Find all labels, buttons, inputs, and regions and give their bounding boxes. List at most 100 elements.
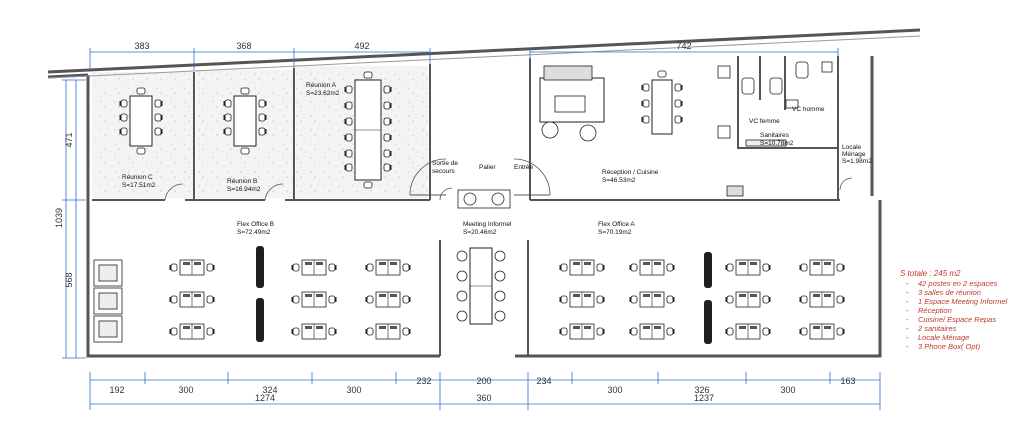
desk-cluster bbox=[169, 323, 215, 340]
desk-cluster bbox=[365, 323, 411, 340]
dim-bottom-2: 324 bbox=[262, 385, 277, 395]
kitchen-table bbox=[641, 70, 683, 135]
desk-cluster bbox=[725, 259, 771, 276]
legend-bullet: - bbox=[906, 297, 909, 306]
sortie-label-1: Sortie de bbox=[432, 160, 458, 167]
workstations bbox=[169, 259, 845, 340]
dim-bottom-5: 200 bbox=[476, 376, 491, 386]
desk-cluster bbox=[169, 259, 215, 276]
reunion-a-label: Réunion A bbox=[306, 82, 337, 89]
dim-left-0: 471 bbox=[64, 132, 74, 147]
flex-b-label: Flex Office B bbox=[237, 221, 274, 228]
dim-left-2: 568 bbox=[64, 272, 74, 287]
desk-cluster bbox=[291, 323, 337, 340]
flex-a-label: Flex Office A bbox=[598, 221, 635, 228]
meeting-area: S=20.46m2 bbox=[463, 229, 497, 236]
reunion-c-area: S=17.51m2 bbox=[122, 182, 156, 189]
dim-bottom-6: 234 bbox=[536, 376, 551, 386]
phone-boxes bbox=[93, 259, 123, 343]
reunion-a-area: S=23.62m2 bbox=[306, 90, 340, 97]
locale-area: S=1.98m2 bbox=[842, 158, 872, 165]
reception-area: S=46.53m2 bbox=[602, 177, 636, 184]
door-swings bbox=[164, 158, 853, 201]
legend-item: Réception bbox=[918, 306, 952, 315]
desk-cluster bbox=[799, 291, 845, 308]
locale-label-1: Locale bbox=[842, 144, 862, 151]
desk-cluster bbox=[559, 291, 605, 308]
dim-bottom-0: 192 bbox=[109, 385, 124, 395]
dim-bottom-7: 300 bbox=[607, 385, 622, 395]
desk-cluster bbox=[725, 323, 771, 340]
vc-femme-label: VC femme bbox=[749, 118, 780, 125]
informal-meeting-table bbox=[456, 247, 506, 325]
desk-cluster bbox=[169, 291, 215, 308]
dim-bottom-10: 163 bbox=[840, 376, 855, 386]
dimension-lines bbox=[62, 48, 881, 410]
meeting-table-b bbox=[223, 87, 267, 155]
meeting-table-c bbox=[119, 87, 163, 155]
meeting-label: Meeting Informel bbox=[463, 221, 512, 228]
legend-item: Locale Ménage bbox=[918, 333, 969, 342]
legend-bullet: - bbox=[906, 279, 909, 288]
legend-title: S totale : 245 m2 bbox=[900, 269, 961, 278]
reunion-c-label: Réunion C bbox=[122, 174, 153, 181]
dim-bottom-4: 232 bbox=[416, 376, 431, 386]
legend-item: 3 salles de réunion bbox=[918, 288, 981, 297]
desk-cluster bbox=[629, 323, 675, 340]
dim-top-1: 368 bbox=[236, 41, 251, 51]
legend-item: 1 Espace Meeting Informel bbox=[918, 297, 1008, 306]
desk-cluster bbox=[365, 259, 411, 276]
sortie-label-2: secours bbox=[432, 168, 456, 175]
dim-bottom-1: 300 bbox=[178, 385, 193, 395]
dim-bottom-9: 300 bbox=[780, 385, 795, 395]
legend: S totale : 245 m2 -42 postes en 2 espace… bbox=[900, 269, 1008, 351]
kitchen-counter bbox=[726, 185, 744, 197]
legend-item: 3 Phone Box( Opt) bbox=[918, 342, 981, 351]
reunion-b-area: S=16.94m2 bbox=[227, 186, 261, 193]
legend-bullet: - bbox=[906, 342, 909, 351]
legend-item: Cuisine/ Espace Repas bbox=[918, 315, 996, 324]
interior-walls bbox=[92, 56, 840, 356]
sanitaires-area: S=10.78m2 bbox=[760, 140, 794, 147]
dim-bottom-8: 326 bbox=[694, 385, 709, 395]
desk-cluster bbox=[291, 259, 337, 276]
dim-total-1: 360 bbox=[476, 393, 491, 403]
dim-total-2: 1237 bbox=[694, 393, 714, 403]
room-labels: Réunion C S=17.51m2 Réunion B S=16.94m2 … bbox=[122, 82, 872, 236]
desk-cluster bbox=[365, 291, 411, 308]
dim-left-1: 1039 bbox=[54, 208, 64, 228]
desk-cluster bbox=[725, 291, 771, 308]
entrance-stair bbox=[457, 189, 511, 209]
exterior-walls bbox=[47, 28, 921, 358]
dim-top-2: 492 bbox=[354, 41, 369, 51]
dim-top-0: 383 bbox=[134, 41, 149, 51]
flex-a-area: S=70.19m2 bbox=[598, 229, 632, 236]
sanitaires-label: Sanitaires bbox=[760, 132, 790, 139]
legend-item: 42 postes en 2 espaces bbox=[918, 279, 997, 288]
reunion-b-label: Réunion B bbox=[227, 178, 257, 185]
desk-cluster bbox=[629, 259, 675, 276]
desk-cluster bbox=[291, 291, 337, 308]
dimension-labels: 383 368 492 742 471 1039 568 192 300 324… bbox=[54, 41, 856, 403]
dim-total-0: 1274 bbox=[255, 393, 275, 403]
flex-b-area: S=72.49m2 bbox=[237, 229, 271, 236]
legend-bullet: - bbox=[906, 315, 909, 324]
desk-cluster bbox=[799, 259, 845, 276]
plant-dividers bbox=[256, 246, 712, 344]
vc-homme-label: VC homme bbox=[792, 106, 825, 113]
desk-cluster bbox=[629, 291, 675, 308]
reception-sofa bbox=[539, 65, 605, 142]
palier-label: Palier bbox=[479, 164, 496, 171]
desk-cluster bbox=[559, 259, 605, 276]
sanitary-fixtures bbox=[717, 61, 833, 147]
legend-bullet: - bbox=[906, 333, 909, 342]
desk-cluster bbox=[559, 323, 605, 340]
locale-label-2: Ménage bbox=[842, 151, 866, 158]
meeting-table-a bbox=[344, 71, 392, 189]
legend-item: 2 sanitaires bbox=[917, 324, 957, 333]
legend-bullet: - bbox=[906, 306, 909, 315]
legend-bullet: - bbox=[906, 324, 909, 333]
dim-bottom-3: 300 bbox=[346, 385, 361, 395]
